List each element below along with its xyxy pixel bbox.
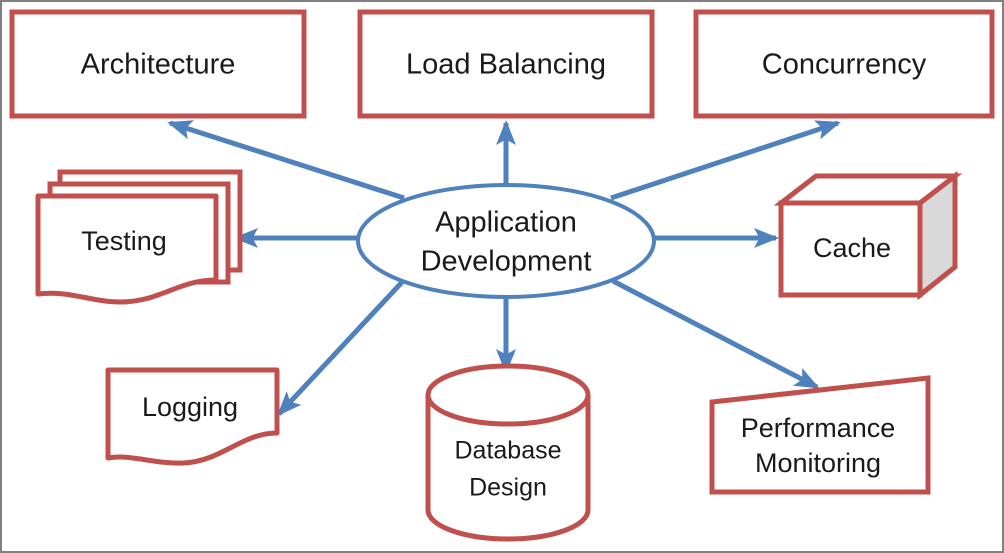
node-cache[interactable]: Cache xyxy=(773,170,963,301)
database-cylinder-top xyxy=(425,363,591,427)
architecture-box[interactable] xyxy=(9,9,307,119)
architecture-label: Architecture xyxy=(81,49,236,81)
testing-label: Testing xyxy=(81,226,167,256)
performance-monitoring-label-line2: Monitoring xyxy=(755,448,881,478)
node-performance-monitoring[interactable]: Performance Monitoring xyxy=(709,375,931,495)
node-logging[interactable]: Logging xyxy=(105,367,280,466)
application-development-label-line2: Development xyxy=(421,246,592,278)
load-balancing-label: Load Balancing xyxy=(406,49,606,81)
logging-label: Logging xyxy=(142,392,238,422)
database-cylinder-body[interactable] xyxy=(425,392,591,542)
connector-to-performance-monitoring xyxy=(611,278,820,390)
node-testing[interactable]: Testing xyxy=(35,169,243,305)
testing-document-front[interactable] xyxy=(35,193,219,305)
application-development-label-line1: Application xyxy=(435,207,577,239)
cache-top-face xyxy=(773,173,963,206)
node-application-development[interactable]: Application Development xyxy=(356,183,656,299)
node-architecture[interactable]: Architecture xyxy=(9,9,307,119)
connector-to-architecture xyxy=(167,120,405,201)
logging-document[interactable] xyxy=(105,367,280,466)
concurrency-label: Concurrency xyxy=(762,49,927,81)
database-design-label-line2: Design xyxy=(469,474,547,502)
connector-group xyxy=(167,120,841,417)
application-development-ellipse[interactable] xyxy=(356,183,656,299)
concurrency-box[interactable] xyxy=(693,9,995,119)
performance-monitoring-shape[interactable] xyxy=(709,375,931,495)
performance-monitoring-label-line1: Performance xyxy=(741,413,896,443)
node-concurrency[interactable]: Concurrency xyxy=(693,9,995,119)
node-database-design[interactable]: Database Design xyxy=(425,363,591,542)
cache-label: Cache xyxy=(813,233,891,263)
connector-to-logging xyxy=(276,278,406,417)
connector-to-concurrency xyxy=(610,120,841,201)
cache-front-face[interactable] xyxy=(778,200,923,298)
node-load-balancing[interactable]: Load Balancing xyxy=(357,9,655,119)
load-balancing-box[interactable] xyxy=(357,9,655,119)
database-design-label-line1: Database xyxy=(454,437,561,465)
